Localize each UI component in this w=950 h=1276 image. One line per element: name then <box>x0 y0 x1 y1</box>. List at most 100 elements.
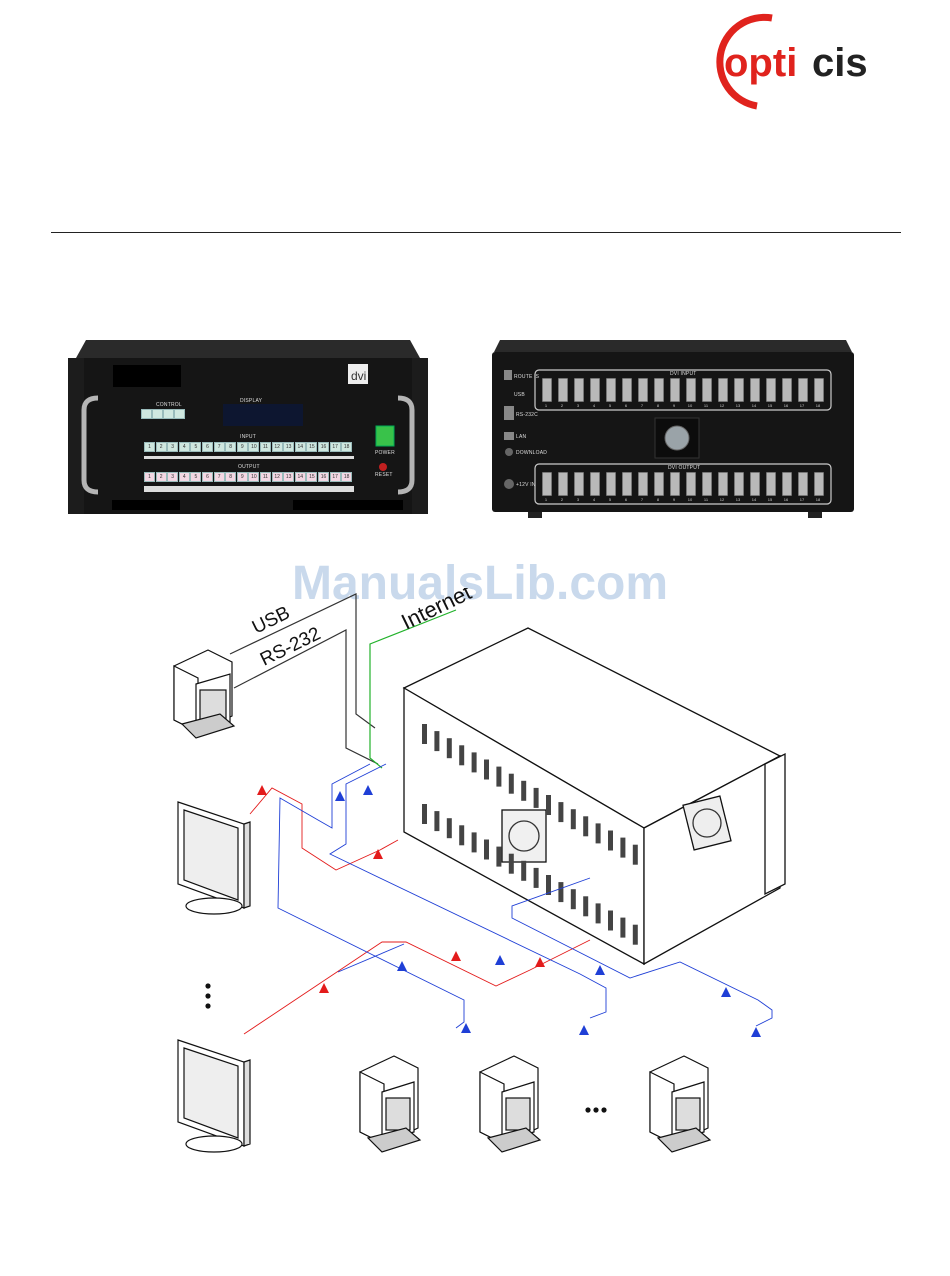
input-dvi-port <box>638 378 648 402</box>
output-key-14[interactable]: 14 <box>294 472 306 482</box>
right-handle-icon <box>397 395 415 495</box>
port-label: RS-232C <box>516 412 538 418</box>
input-dvi-port <box>686 378 696 402</box>
reset-label: RESET <box>375 472 393 478</box>
output-key-13[interactable]: 13 <box>283 472 295 482</box>
output-key-3[interactable]: 3 <box>167 472 179 482</box>
output-key-18[interactable]: 18 <box>341 472 353 482</box>
input-dvi-port <box>670 378 680 402</box>
input-key-17[interactable]: 17 <box>329 442 341 452</box>
output-key-7[interactable]: 7 <box>213 472 225 482</box>
input-arrow-icon <box>363 785 373 795</box>
input-key-14[interactable]: 14 <box>294 442 306 452</box>
source-pc-icon <box>359 1055 422 1153</box>
input-key-18[interactable]: 18 <box>341 442 353 452</box>
output-key-6[interactable]: 6 <box>202 472 213 482</box>
input-key-15[interactable]: 15 <box>306 442 318 452</box>
switch-dvi-port <box>570 889 576 910</box>
input-key-9[interactable]: 9 <box>236 442 248 452</box>
input-port-number: 5 <box>608 403 612 408</box>
input-port-number: 9 <box>672 403 676 408</box>
output-key-8[interactable]: 8 <box>225 472 237 482</box>
more-monitors-dot <box>205 1003 211 1009</box>
lan-port-icon <box>504 432 514 440</box>
switch-dvi-port <box>558 882 564 903</box>
input-key-10[interactable]: 10 <box>248 442 260 452</box>
power-in-port-icon <box>504 479 514 489</box>
input-port-number: 14 <box>751 403 757 408</box>
input-key-8[interactable]: 8 <box>225 442 237 452</box>
output-dvi-port <box>782 472 792 496</box>
input-key-4[interactable]: 4 <box>178 442 190 452</box>
internet-label: Internet <box>397 588 475 634</box>
input-key-16[interactable]: 16 <box>318 442 329 452</box>
output-key-17[interactable]: 17 <box>329 472 341 482</box>
switch-dvi-port <box>546 875 551 895</box>
logo-text-red: opti <box>724 41 797 85</box>
input-key-3[interactable]: 3 <box>167 442 179 452</box>
output-dvi-port <box>558 472 568 496</box>
control-key[interactable] <box>163 409 174 419</box>
control-key[interactable] <box>141 409 152 419</box>
output-key-2[interactable]: 2 <box>155 472 167 482</box>
input-port-number: 16 <box>783 403 789 408</box>
input-arrow-icon <box>495 955 505 965</box>
switch-dvi-port <box>434 811 440 832</box>
output-key-5[interactable]: 5 <box>190 472 202 482</box>
more-sources-dot <box>593 1107 599 1113</box>
reset-button-icon <box>379 463 387 471</box>
usb-port-icon <box>504 370 512 380</box>
input-port-number: 6 <box>624 403 628 408</box>
input-dvi-port <box>654 378 664 402</box>
output-dvi-port <box>734 472 744 496</box>
output-port-number: 2 <box>560 497 564 502</box>
output-dvi-port <box>574 472 584 496</box>
input-key-13[interactable]: 13 <box>283 442 295 452</box>
input-port-number: 2 <box>560 403 564 408</box>
output-label: OUTPUT <box>238 464 260 470</box>
input-dvi-port <box>606 378 616 402</box>
switch-dvi-port <box>459 745 465 766</box>
output-key-16[interactable]: 16 <box>318 472 329 482</box>
input-dvi-port <box>782 378 792 402</box>
input-key-1[interactable]: 1 <box>144 442 155 452</box>
input-key-6[interactable]: 6 <box>202 442 213 452</box>
output-key-12[interactable]: 12 <box>271 472 283 482</box>
input-key-2[interactable]: 2 <box>155 442 167 452</box>
input-dvi-port <box>734 378 744 402</box>
control-key[interactable] <box>152 409 163 419</box>
output-key-9[interactable]: 9 <box>236 472 248 482</box>
input-key-5[interactable]: 5 <box>190 442 202 452</box>
input-dvi-port <box>766 378 776 402</box>
logo-text-black: cis <box>812 41 868 85</box>
switch-dvi-port <box>446 818 452 839</box>
control-key[interactable] <box>174 409 185 419</box>
input-key-11[interactable]: 11 <box>260 442 271 452</box>
input-key-12[interactable]: 12 <box>271 442 283 452</box>
rs232-port-icon <box>504 406 514 420</box>
output-port-number: 9 <box>672 497 676 502</box>
output-arrow-icon <box>373 849 383 859</box>
power-label: POWER <box>375 450 395 456</box>
input-port-number: 8 <box>656 403 660 408</box>
control-label: CONTROL <box>156 402 182 408</box>
output-port-number: 1 <box>544 497 548 502</box>
left-handle-icon <box>81 395 99 495</box>
output-key-15[interactable]: 15 <box>306 472 318 482</box>
input-key-7[interactable]: 7 <box>213 442 225 452</box>
switch-dvi-port <box>533 867 539 888</box>
input-port-number: 13 <box>735 403 741 408</box>
output-key-10[interactable]: 10 <box>248 472 260 482</box>
opticis-logo: opti cis <box>712 10 902 110</box>
output-arrow-icon <box>319 983 329 993</box>
output-key-11[interactable]: 11 <box>260 472 271 482</box>
switch-dvi-port <box>608 830 613 851</box>
switch-dvi-port <box>521 780 527 801</box>
input-arrow-icon <box>579 1025 589 1035</box>
more-sources-dot <box>585 1107 591 1113</box>
output-dvi-port <box>702 472 712 496</box>
output-key-4[interactable]: 4 <box>178 472 190 482</box>
switch-dvi-ports <box>422 724 638 945</box>
output-key-1[interactable]: 1 <box>144 472 155 482</box>
